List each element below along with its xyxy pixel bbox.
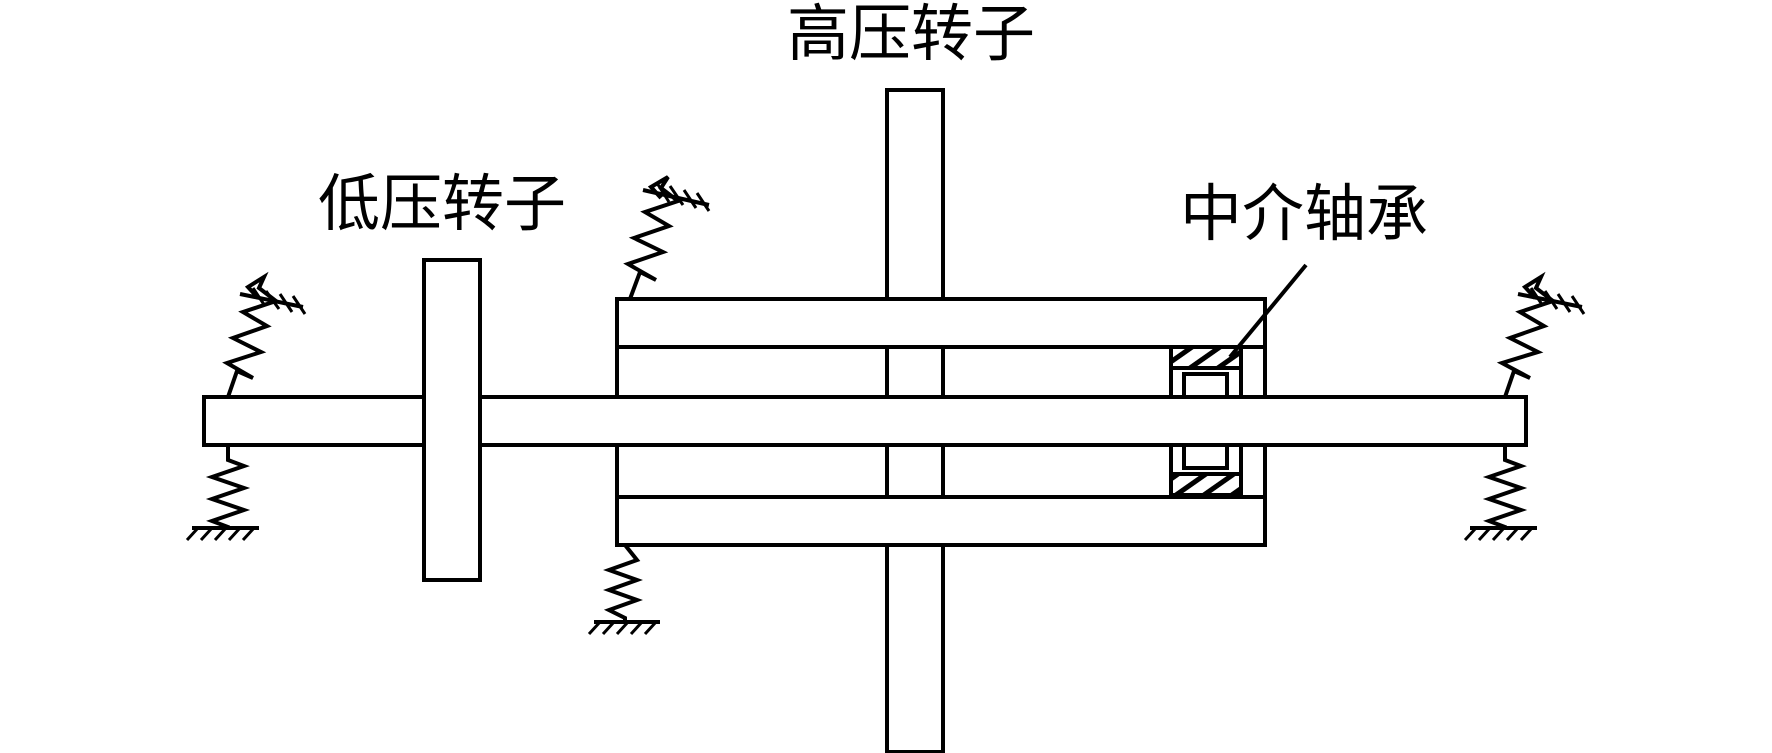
low-pressure-shaft	[202, 395, 1528, 447]
intermediate-bearing-label: 中介轴承	[1180, 177, 1428, 250]
high-pressure-lower-spring-support	[587, 543, 660, 636]
bearing-lower-roller	[1182, 443, 1229, 470]
high-pressure-lower-sleeve	[615, 495, 1267, 547]
low-pressure-rotor-label: 低压转子	[318, 167, 566, 240]
bearing-leader-line	[1228, 263, 1308, 359]
low-pressure-rotor-disk	[422, 258, 482, 582]
right-upper-spring-support	[1496, 271, 1586, 398]
left-upper-spring-support	[222, 271, 307, 398]
right-lower-spring-support	[1463, 445, 1537, 542]
high-pressure-upper-sleeve	[615, 297, 1267, 349]
bearing-upper-roller	[1182, 372, 1229, 399]
bearing-upper-hatched-race	[1169, 345, 1243, 370]
bearing-lower-hatched-race	[1169, 472, 1243, 497]
high-pressure-rotor-label: 高压转子	[787, 0, 1035, 70]
intermediate-bearing	[1169, 263, 1308, 497]
high-pressure-upper-spring-support	[623, 175, 711, 300]
left-lower-spring-support	[185, 445, 259, 542]
